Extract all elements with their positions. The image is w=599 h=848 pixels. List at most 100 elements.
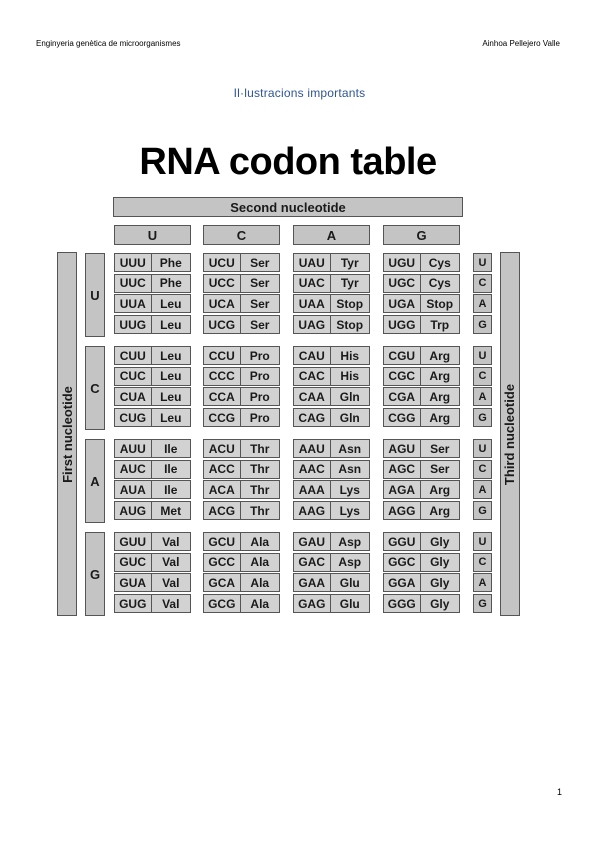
amino-acid: Pro xyxy=(249,389,270,404)
codon-triplet: GGA xyxy=(384,574,421,592)
amino-acid: Gly xyxy=(430,596,450,611)
codon-triplet: CUC xyxy=(115,367,152,385)
codon-triplet: AAC xyxy=(294,460,331,478)
codon-triplet: UGU xyxy=(384,254,421,271)
amino-acid: Stop xyxy=(336,296,364,311)
figure-title: RNA codon table xyxy=(139,141,437,183)
codon-cell: CCA Pro xyxy=(203,387,280,407)
second-nucleotide-header-u: U xyxy=(114,225,191,245)
codon-triplet: UCA xyxy=(204,295,241,313)
codon-triplet: CCA xyxy=(204,388,241,406)
codon-triplet: AAG xyxy=(294,502,331,520)
codon-triplet: UGC xyxy=(384,274,421,292)
codon-triplet: CCG xyxy=(204,409,241,427)
first-nucleotide-label: First nucleotide xyxy=(59,385,75,483)
amino-acid: Asp xyxy=(338,534,362,549)
third-nucleotide-header-g: G xyxy=(473,501,492,521)
first-nucleotide-header-g: G xyxy=(85,532,105,616)
amino-acid: Thr xyxy=(250,503,270,518)
amino-acid: Leu xyxy=(160,410,182,425)
codon-triplet: UUA xyxy=(115,295,152,313)
codon-triplet: CAG xyxy=(294,409,331,427)
codon-triplet: CUA xyxy=(115,388,152,406)
codon-triplet: UUC xyxy=(115,274,152,292)
amino-acid: Cys xyxy=(428,276,451,291)
amino-acid: Leu xyxy=(160,348,182,363)
amino-acid: Tyr xyxy=(340,276,359,291)
second-nucleotide-header-g: G xyxy=(383,225,460,245)
codon-triplet: GGG xyxy=(384,595,421,613)
amino-acid: His xyxy=(340,348,360,363)
codon-triplet: UUU xyxy=(115,254,152,271)
codon-triplet: GUC xyxy=(115,553,152,571)
third-nucleotide-header-u: U xyxy=(473,346,492,365)
codon-cell: GGG Gly xyxy=(383,594,460,614)
second-nucleotide-label: Second nucleotide xyxy=(113,197,463,217)
codon-triplet: UGA xyxy=(384,295,421,313)
codon-triplet: UAA xyxy=(294,295,331,313)
codon-triplet: AAU xyxy=(294,440,331,457)
first-nucleotide-header-a: A xyxy=(85,439,105,523)
amino-acid: Arg xyxy=(429,410,451,425)
amino-acid: His xyxy=(340,369,360,384)
amino-acid: Gly xyxy=(430,575,450,590)
third-nucleotide-header-c: C xyxy=(473,459,492,479)
amino-acid: Ala xyxy=(250,555,270,570)
amino-acid: Met xyxy=(160,503,182,518)
codon-triplet: ACU xyxy=(204,440,241,457)
codon-triplet: CUG xyxy=(115,409,152,427)
amino-acid: Pro xyxy=(249,348,270,363)
codon-triplet: CAU xyxy=(294,347,331,364)
codon-triplet: AGC xyxy=(384,460,421,478)
third-nucleotide-header-a: A xyxy=(473,294,492,314)
codon-triplet: GUU xyxy=(115,533,152,550)
amino-acid: Glu xyxy=(339,596,360,611)
amino-acid: Asp xyxy=(338,555,362,570)
codon-triplet: GGU xyxy=(384,533,421,550)
amino-acid: Thr xyxy=(250,462,270,477)
third-nucleotide-bar: Third nucleotide xyxy=(500,252,520,616)
codon-triplet: GUA xyxy=(115,574,152,592)
third-nucleotide-header-c: C xyxy=(473,273,492,293)
amino-acid: Gln xyxy=(339,389,360,404)
third-nucleotide-header-u: U xyxy=(473,532,492,551)
amino-acid: Stop xyxy=(336,317,364,332)
third-nucleotide-header-c: C xyxy=(473,552,492,572)
codon-triplet: CUU xyxy=(115,347,152,364)
amino-acid: Ala xyxy=(250,575,270,590)
third-nucleotide-header-g: G xyxy=(473,408,492,428)
codon-triplet: AGG xyxy=(384,502,421,520)
codon-triplet: UCG xyxy=(204,316,241,334)
codon-triplet: GCU xyxy=(204,533,241,550)
codon-triplet: UAC xyxy=(294,274,331,292)
third-nucleotide-header-a: A xyxy=(473,480,492,500)
amino-acid: Leu xyxy=(160,317,182,332)
amino-acid: Pro xyxy=(249,369,270,384)
amino-acid: Tyr xyxy=(340,255,359,270)
amino-acid: Gly xyxy=(430,534,450,549)
amino-acid: Ala xyxy=(250,534,270,549)
codon-triplet: AUG xyxy=(115,502,152,520)
